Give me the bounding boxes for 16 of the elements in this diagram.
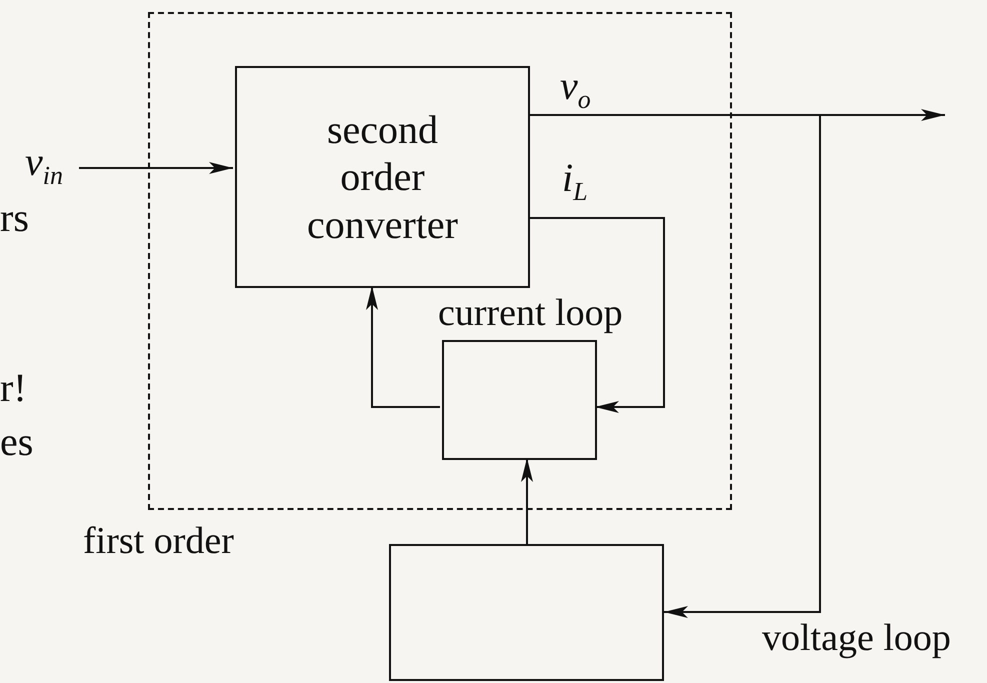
arrow (521, 458, 533, 544)
block-box (389, 544, 664, 681)
arrow (79, 162, 233, 174)
arrow (528, 217, 665, 413)
block-heading: current loop (438, 292, 623, 336)
block-heading: first order (83, 520, 234, 564)
block-box (235, 66, 530, 288)
edge-label: v$_{o}$ (560, 64, 591, 115)
cut-off-text: es (0, 420, 34, 464)
block-text: second order converter (306, 106, 459, 248)
edge-label: voltage loop (762, 618, 951, 660)
edge-label: i$_{L}$ (562, 156, 588, 207)
cut-off-text: rs (0, 196, 29, 240)
arrow (366, 286, 440, 408)
input-signal-label: v$_{in}$ (25, 140, 63, 190)
cut-off-text: r! (0, 366, 27, 410)
